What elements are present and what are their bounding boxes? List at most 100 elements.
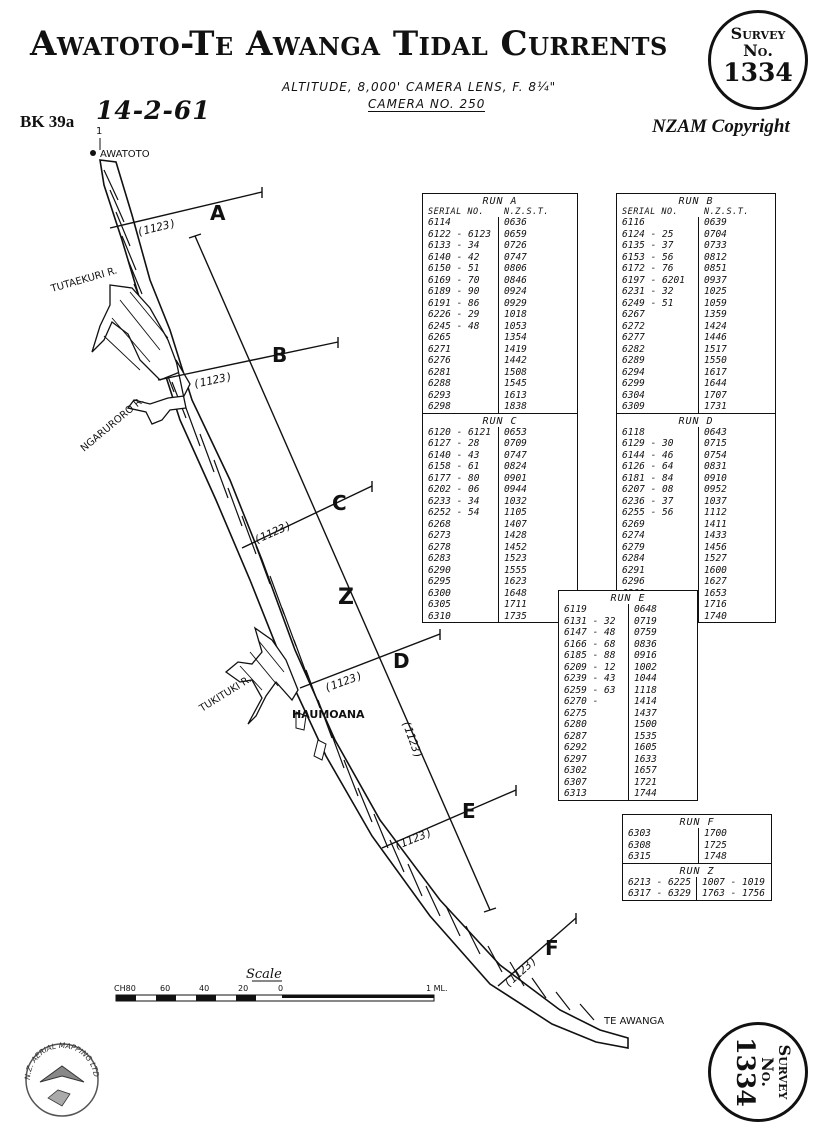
col-time-header: N.Z.S.T. — [504, 207, 549, 217]
scale-tick-0: 0 — [278, 984, 283, 993]
time-cell: 0916 — [634, 650, 657, 661]
scale-title: Scale — [246, 967, 282, 982]
serial-cell: 6245 - 48 — [423, 320, 499, 332]
run-label-d: D — [393, 649, 410, 673]
time-cell: 1744 — [634, 788, 657, 799]
time-cell: 1550 — [704, 355, 727, 366]
table-row: 6270 -1414 — [559, 696, 697, 708]
camera-note: CAMERA NO. 250 — [368, 97, 486, 112]
serial-cell: 6304 — [617, 389, 699, 401]
serial-cell: 6295 — [423, 576, 499, 588]
time-cell: 1707 — [704, 389, 727, 401]
time-cell: 1725 — [704, 839, 727, 851]
serial-cell: 6239 - 43 — [559, 673, 629, 685]
time-cell: 1428 — [504, 530, 527, 541]
time-cell: 0929 — [504, 297, 527, 309]
time-cell: 1452 — [504, 541, 527, 553]
time-cell: 1446 — [704, 332, 727, 343]
table-row: 6317 - 6329 1763 - 1756 — [623, 888, 771, 900]
serial-cell: 6259 - 63 — [559, 684, 629, 696]
table-row: 6313 1744 — [559, 788, 697, 800]
serial-cell: 6129 - 30 — [617, 438, 699, 450]
time-cell: 1657 — [634, 765, 657, 776]
time-cell: 0944 — [504, 484, 527, 495]
place-haumoana: HAUMOANA — [292, 708, 365, 721]
serial-cell: 6202 - 06 — [423, 484, 499, 496]
serial-cell: 6276 — [423, 355, 499, 367]
serial-cell: 6124 - 25 — [617, 228, 699, 240]
seal-no-label: No. — [743, 41, 773, 60]
serial-cell: 6207 - 08 — [617, 484, 699, 496]
altitude-label-d: (1123) — [323, 669, 365, 695]
serial-cell: 6268 — [423, 518, 499, 530]
serial-cell: 6307 — [559, 776, 629, 788]
run-transect-lines — [109, 187, 577, 987]
time-cell: 1617 — [704, 366, 727, 378]
serial-cell: 6153 - 56 — [617, 251, 699, 263]
time-cell: 0709 — [504, 438, 527, 449]
serial-cell: 6140 - 42 — [423, 251, 499, 263]
time-cell: 0924 — [504, 286, 527, 297]
col-serial-header: SERIAL NO. — [622, 207, 679, 217]
seal-number: 1334 — [723, 58, 793, 87]
survey-seal-top: Survey No. 1334 — [708, 10, 808, 110]
time-cell: 0754 — [704, 449, 727, 461]
time-cell: 1105 — [504, 507, 527, 518]
serial-cell: 6271 — [423, 343, 499, 355]
time-cell: 1555 — [504, 564, 527, 576]
time-cell: 0704 — [704, 228, 727, 240]
serial-cell: 6280 — [559, 719, 629, 731]
run-label-b: B — [272, 343, 287, 367]
serial-cell: 6296 — [617, 576, 699, 588]
time-cell: 0952 — [704, 484, 727, 495]
serial-cell: 6298 — [423, 401, 499, 413]
time-cell: 1025 — [704, 286, 727, 297]
time-cell: 1763 - 1756 — [702, 888, 765, 899]
serial-cell: 6135 - 37 — [617, 240, 699, 252]
time-cell: 1633 — [634, 753, 657, 765]
serial-cell: 6277 — [617, 332, 699, 344]
serial-cell: 6281 — [423, 366, 499, 378]
time-cell: 1653 — [704, 587, 727, 599]
time-cell: 0726 — [504, 240, 527, 251]
serial-cell: 6287 — [559, 730, 629, 742]
serial-cell: 6166 - 68 — [559, 638, 629, 650]
survey-seal-bottom: Survey No. 1334 — [708, 1022, 808, 1122]
time-cell: 1716 — [704, 599, 727, 610]
serial-cell: 6315 — [623, 851, 699, 863]
serial-cell: 6313 — [559, 788, 629, 800]
serial-cell: 6299 — [617, 378, 699, 390]
serial-cell: 6317 - 6329 — [623, 888, 697, 900]
serial-cell: 6191 - 86 — [423, 297, 499, 309]
altitude-label-c: (1123) — [252, 519, 294, 547]
serial-cell: 6120 - 6121 — [423, 426, 499, 438]
altitude-label-e: (1123) — [392, 826, 434, 853]
tukituki-river — [224, 626, 299, 725]
serial-cell: 6131 - 32 — [559, 615, 629, 627]
